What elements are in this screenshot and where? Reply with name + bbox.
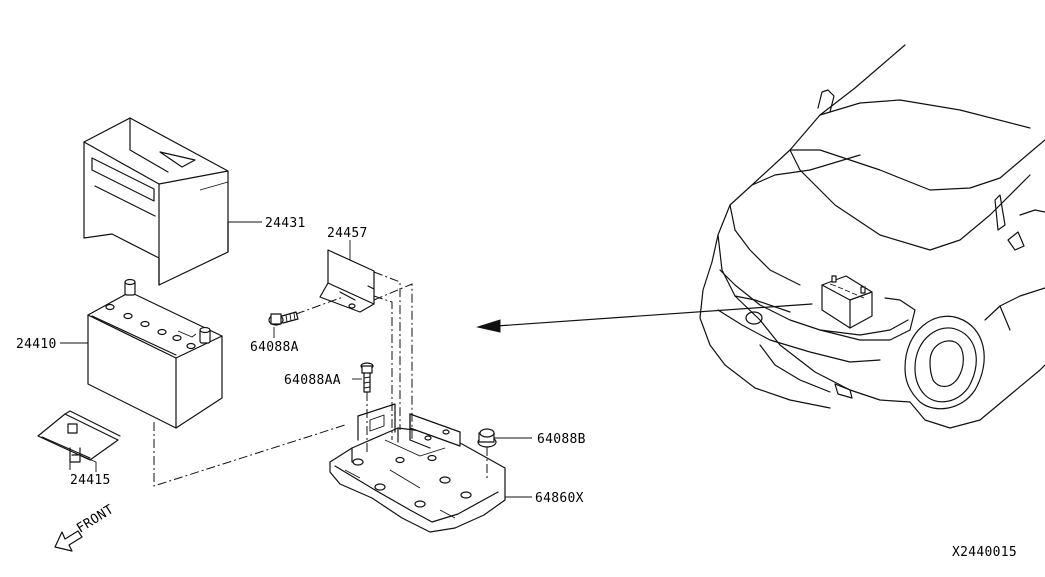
part-label-24410[interactable]: 24410 (16, 337, 57, 352)
assembly-lines (69, 271, 488, 487)
part-label-24415[interactable]: 24415 (70, 473, 111, 488)
part-label-64860x[interactable]: 64860X (535, 491, 584, 506)
front-direction-indicator: FRONT (54, 502, 117, 552)
battery-drawing[interactable] (87, 278, 223, 429)
battery-tray-drawing[interactable] (329, 403, 506, 533)
leader-lines (60, 221, 532, 498)
nut-64088b-drawing[interactable] (477, 428, 497, 448)
diagram-code: X2440015 (952, 545, 1017, 560)
part-label-64088a[interactable]: 64088A (250, 340, 299, 355)
part-label-64088b[interactable]: 64088B (537, 432, 586, 447)
part-label-64088aa[interactable]: 64088AA (284, 373, 341, 388)
front-label: FRONT (74, 502, 116, 536)
part-label-24457[interactable]: 24457 (327, 226, 368, 241)
part-label-24431[interactable]: 24431 (265, 216, 306, 231)
bolt-64088aa-drawing[interactable] (360, 362, 374, 393)
battery-cover-drawing[interactable] (83, 117, 229, 286)
bracket-drawing[interactable] (319, 249, 375, 313)
bolt-64088a-drawing[interactable] (268, 311, 299, 326)
battery-clamp-drawing[interactable] (37, 410, 121, 463)
vehicle-illustration (476, 44, 1045, 429)
